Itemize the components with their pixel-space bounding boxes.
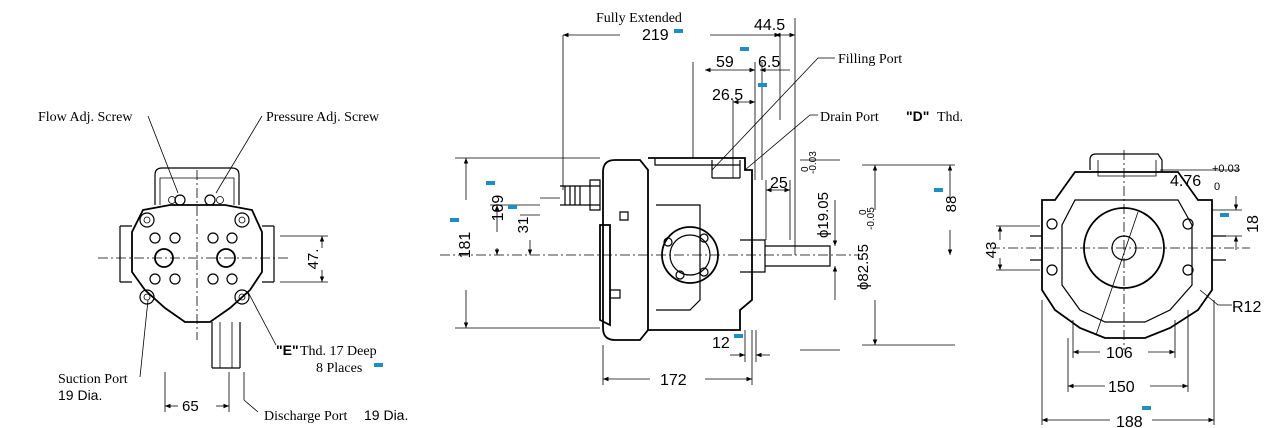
discharge-dia-label: 19 Dia. xyxy=(364,407,408,423)
marker-icon xyxy=(1220,213,1229,217)
tol-key-lower: 0 xyxy=(1214,181,1220,193)
side-view xyxy=(440,18,955,385)
e-thread-holes xyxy=(149,232,238,285)
tol-19-upper: 0 xyxy=(800,166,811,172)
dim-12: 12 xyxy=(712,335,730,352)
flow-adj-screw-label: Flow Adj. Screw xyxy=(38,110,133,125)
dim-key-4-76: 4.76 xyxy=(1170,173,1201,190)
front-view xyxy=(98,115,328,413)
dim-43: 43 xyxy=(983,242,1000,259)
marker-icon xyxy=(374,363,383,367)
tol-key-upper: +0.03 xyxy=(1212,163,1240,175)
discharge-port-label: Discharge Port xyxy=(264,409,347,424)
marker-icon xyxy=(486,181,495,185)
dim-6-5: 6.5 xyxy=(758,54,780,71)
marker-icon xyxy=(1142,406,1151,410)
tol-82-upper: 0 xyxy=(858,209,869,215)
discharge-port-circle xyxy=(216,248,236,268)
dim-26-5: 26.5 xyxy=(712,87,743,104)
dim-150: 150 xyxy=(1108,379,1135,396)
e-thread-label: Thd. 17 Deep xyxy=(300,344,377,359)
dim-phi-19-05: ϕ19.05 xyxy=(815,192,832,238)
suction-dia-label: 19 Dia. xyxy=(58,387,102,403)
rear-view xyxy=(990,150,1250,425)
dim-59: 59 xyxy=(716,54,734,71)
e-thread-places: 8 Places xyxy=(316,361,362,376)
drain-port-label: Drain Port xyxy=(820,110,879,125)
dim-18: 18 xyxy=(1245,215,1262,233)
dim-25: 25 xyxy=(770,175,788,192)
filling-port-label: Filling Port xyxy=(838,52,902,67)
dim-106: 106 xyxy=(1106,345,1133,362)
dim-172: 172 xyxy=(660,372,687,389)
dim-phi-82-55: ϕ82.55 xyxy=(855,244,872,290)
dim-65: 65 xyxy=(182,398,199,415)
dim-r12: R12 xyxy=(1232,299,1261,316)
tol-19-lower: -0.03 xyxy=(808,151,819,174)
dim-109: 109 xyxy=(490,195,507,222)
pressure-adj-screw-label: Pressure Adj. Screw xyxy=(266,110,380,125)
dim-31: 31 xyxy=(515,217,532,234)
marker-icon xyxy=(734,334,743,338)
suction-port-label: Suction Port xyxy=(58,372,128,387)
dim-47: 47. xyxy=(305,249,322,270)
marker-icon xyxy=(934,188,943,192)
marker-icon xyxy=(450,218,459,222)
marker-icon xyxy=(508,205,517,209)
marker-icon xyxy=(740,47,749,51)
marker-icon xyxy=(758,83,767,87)
corner-bolts xyxy=(139,212,250,305)
dim-219: 219 xyxy=(642,27,669,44)
drain-d-label: "D" xyxy=(906,108,929,124)
marker-icon xyxy=(674,29,683,33)
dim-181: 181 xyxy=(457,232,474,259)
drain-thd-label: Thd. xyxy=(937,110,963,125)
tol-82-lower: -0.05 xyxy=(866,207,877,230)
dim-188: 188 xyxy=(1116,414,1143,428)
fully-extended-label: Fully Extended xyxy=(596,11,682,26)
dim-44-5: 44.5 xyxy=(754,17,785,34)
e-thread-prefix: "E" xyxy=(276,342,299,358)
dim-88: 88 xyxy=(943,196,960,213)
